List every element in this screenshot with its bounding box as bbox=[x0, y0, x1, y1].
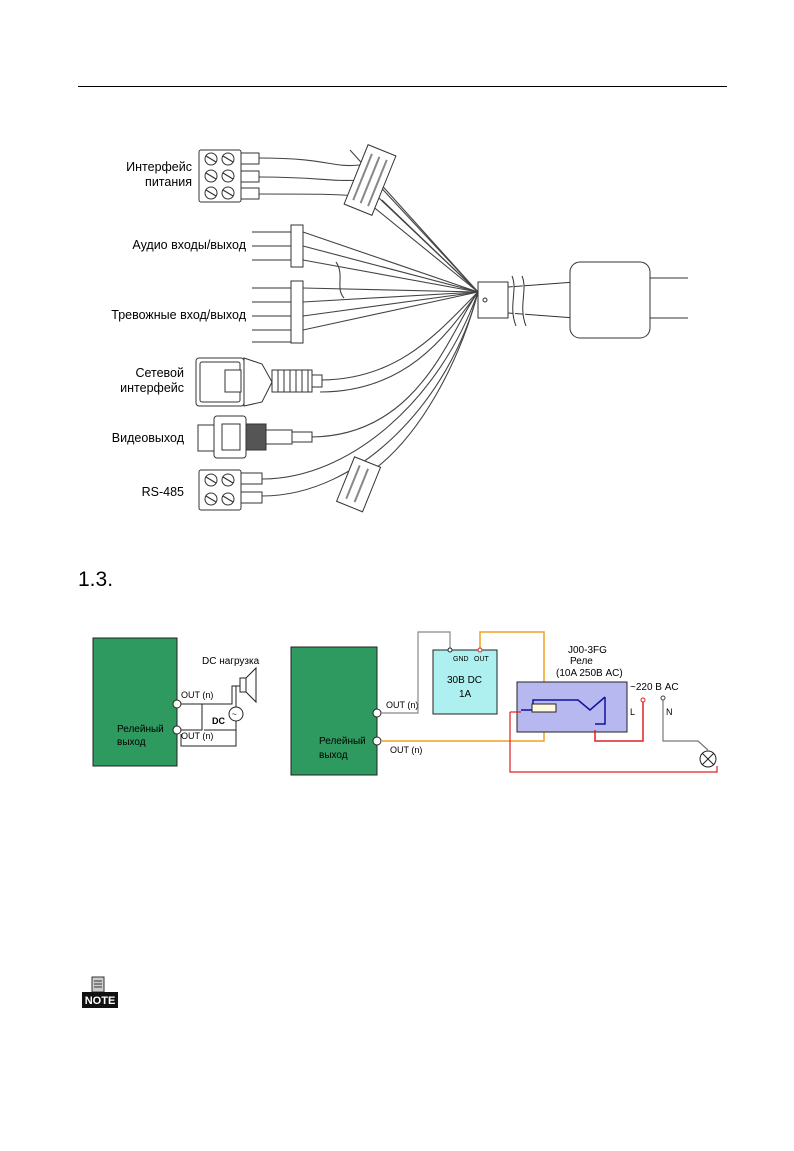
out-right-2: OUT (n) bbox=[390, 745, 422, 755]
relay-name: Реле bbox=[570, 656, 593, 667]
note-icon: NOTE bbox=[82, 976, 118, 1008]
section-number: 1.3. bbox=[78, 568, 114, 591]
lamp-icon bbox=[699, 750, 717, 768]
relay-label-left-1: Релейный bbox=[117, 724, 164, 735]
mains-l: L bbox=[630, 707, 635, 717]
label-rs485: RS-485 bbox=[141, 485, 184, 499]
mains-n: N bbox=[666, 707, 673, 717]
mains-label: ~220 В AC bbox=[630, 682, 679, 693]
cable-drawing bbox=[195, 144, 688, 513]
dc-load-label: DC нагрузка bbox=[202, 656, 260, 667]
label-audio: Аудио входы/выход bbox=[132, 238, 246, 252]
psu-block bbox=[432, 649, 498, 715]
svg-text:~: ~ bbox=[232, 710, 237, 719]
relay-label-right-1: Релейный bbox=[319, 736, 366, 747]
relay-diagrams: Релейный выход OUT (n) OUT (n) DC DC наг… bbox=[92, 631, 718, 776]
dc-label: DC bbox=[212, 716, 225, 726]
out-left-1: OUT (n) bbox=[181, 690, 213, 700]
header-rule bbox=[78, 86, 727, 87]
svg-text:NOTE: NOTE bbox=[85, 995, 116, 1007]
gnd-pin: GND bbox=[453, 656, 469, 663]
relay-label-left-2: выход bbox=[117, 737, 146, 748]
psu-current: 1A bbox=[459, 689, 472, 700]
out-left-2: OUT (n) bbox=[181, 731, 213, 741]
label-alarm: Тревожные вход/выход bbox=[111, 308, 246, 322]
relay-output-block-left bbox=[92, 637, 178, 767]
relay-label-right-2: выход bbox=[319, 750, 348, 761]
label-video: Видеовыход bbox=[111, 431, 184, 445]
out-right-1: OUT (n) bbox=[386, 700, 418, 710]
relay-rating: (10A 250В AC) bbox=[556, 668, 623, 679]
out-pin: OUT bbox=[474, 656, 490, 663]
psu-voltage: 30В DC bbox=[447, 675, 482, 686]
relay-model: J00-3FG bbox=[568, 645, 607, 656]
